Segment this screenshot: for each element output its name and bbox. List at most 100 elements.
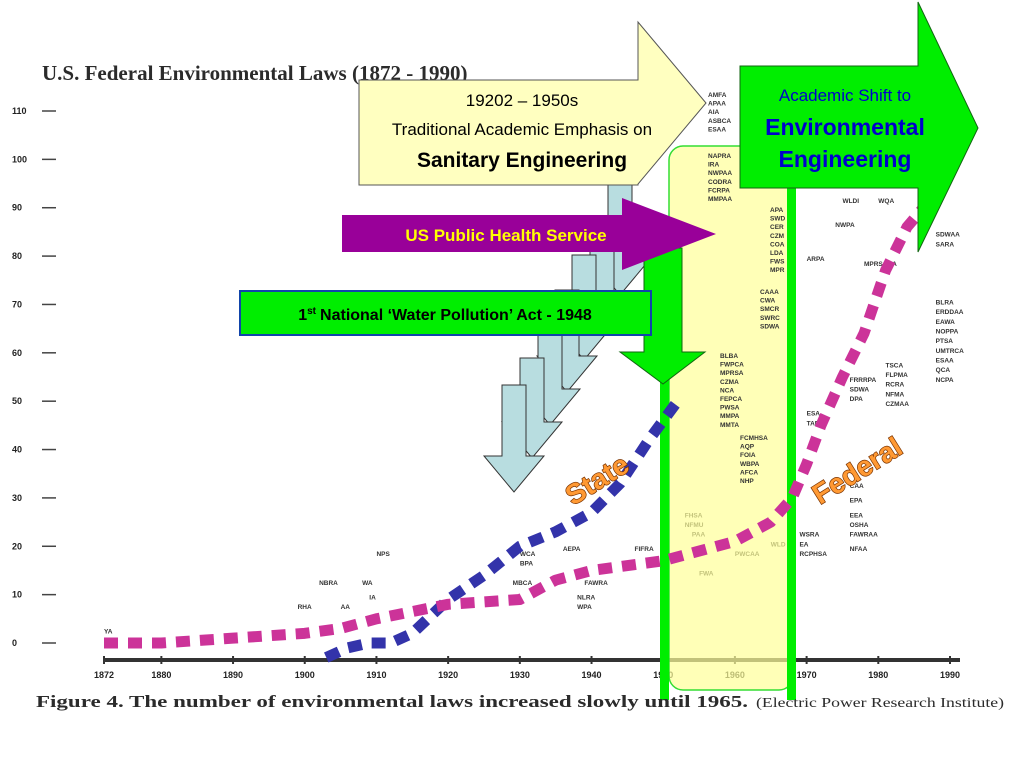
figure-caption: Figure 4. The number of environmental la… (36, 692, 748, 711)
x-tick-label: 1970 (797, 670, 817, 680)
law-label: WLDI (842, 198, 859, 205)
law-label: SARA (936, 241, 955, 248)
band-law-label: IRA (708, 162, 720, 169)
blue-down-arrow (482, 384, 546, 493)
x-tick-label: 1920 (438, 670, 458, 680)
law-label: UMTRCA (936, 348, 964, 355)
law-label: MPRSAAA (864, 261, 897, 268)
law-label: NPS (376, 551, 390, 558)
academic-shift-bold2: Engineering (779, 146, 912, 172)
law-label: AA (341, 604, 351, 611)
law-label: SDWAA (936, 232, 961, 239)
water-act-box (239, 290, 652, 336)
water-act-sup: st (307, 306, 317, 317)
x-tick-label: 1880 (151, 670, 171, 680)
series-line-state (323, 397, 682, 663)
law-label: RCPHSA (799, 551, 827, 558)
y-tick-label: 90 (12, 203, 22, 213)
law-label: CAA (850, 483, 864, 490)
green-bar-right (787, 150, 796, 700)
law-label: ARPA (807, 256, 825, 263)
band-law-label: AMFA (708, 92, 727, 99)
law-label: EA (799, 541, 808, 548)
law-label: EEA (850, 512, 864, 519)
law-label: DPA (850, 396, 864, 403)
law-label: FRRRPA (850, 377, 877, 384)
x-tick-label: 1900 (295, 670, 315, 680)
law-label: PTSA (936, 338, 954, 345)
band-law-label: SMCR (760, 306, 779, 313)
law-label: IA (369, 594, 376, 601)
law-label: QCA (936, 367, 951, 374)
y-tick-label: 60 (12, 348, 22, 358)
band-law-label: CZM (770, 233, 784, 240)
law-label: WA (362, 580, 373, 587)
law-label: WSRA (799, 532, 819, 539)
traditional-bold: Sanitary Engineering (417, 149, 627, 172)
law-label: EAWA (936, 319, 955, 326)
band-law-label: BLBA (720, 353, 738, 360)
band-law-label: APA (770, 207, 784, 214)
band-law-label: ESAA (708, 126, 726, 133)
x-tick-label: 1940 (582, 670, 602, 680)
y-tick-label: 10 (12, 590, 22, 600)
law-label: AEPA (563, 546, 581, 553)
law-label: TSCA (885, 362, 903, 369)
x-tick-label: 1980 (868, 670, 888, 680)
water-act-text: National ‘Water Pollution’ Act - 1948 (320, 307, 592, 324)
law-label: OSHA (850, 522, 869, 529)
law-label: NFAA (850, 546, 868, 553)
band-law-label: MPRSA (720, 370, 744, 377)
law-label: EPA (850, 498, 863, 505)
usphs-arrow (342, 198, 716, 270)
law-label: ESAA (936, 357, 954, 364)
water-act-num: 1 (298, 307, 307, 324)
band-law-label: COA (770, 241, 785, 248)
law-label: WCA (520, 551, 536, 558)
y-tick-label: 50 (12, 396, 22, 406)
law-label: BPA (520, 561, 534, 568)
law-label: NLRA (577, 594, 595, 601)
band-law-label: SDWA (760, 323, 780, 330)
x-tick-label: 1910 (366, 670, 386, 680)
y-tick-label: 100 (12, 154, 27, 164)
band-law-label: CZMA (720, 379, 739, 386)
academic-shift-arrow (739, 1, 979, 253)
academic-shift-bold1: Environmental (765, 114, 925, 140)
law-label: ERDDAA (936, 309, 964, 316)
law-label: SDWA (850, 387, 870, 394)
traditional-line: Traditional Academic Emphasis on (392, 120, 652, 139)
band-law-label: WBPA (740, 461, 760, 468)
band-law-label: MMPAA (708, 196, 732, 203)
figure-source: (Electric Power Research Institute) (756, 696, 1004, 711)
law-label: WPA (577, 604, 592, 611)
law-label: RCRA (885, 382, 904, 389)
academic-shift-line: Academic Shift to (779, 86, 911, 105)
law-label: BLRA (936, 299, 954, 306)
band-law-label: FWS (770, 259, 785, 266)
band-law-label: SWD (770, 216, 785, 223)
law-label: YA (104, 628, 113, 635)
band-law-label: CER (770, 224, 784, 231)
x-tick-label: 1930 (510, 670, 530, 680)
x-tick-label: 1872 (94, 670, 114, 680)
band-law-labels: AMFAAPAAAIAASBCAESAANAPRAIRANWPAACODRAFC… (708, 92, 785, 485)
band-law-label: NCA (720, 387, 734, 394)
law-label: MBCA (513, 580, 533, 587)
band-law-label: MMTA (720, 422, 739, 429)
law-label: ESA (807, 411, 821, 418)
green-down-arrow (618, 247, 707, 385)
band-law-label: FOIA (740, 452, 756, 459)
band-law-label: AIA (708, 109, 720, 116)
law-label: CZMAA (885, 401, 909, 408)
band-law-label: NWPAA (708, 170, 732, 177)
traditional-years: 19202 – 1950s (466, 91, 579, 110)
law-label: TAPA (807, 420, 824, 427)
band-law-label: FCMHSA (740, 435, 768, 442)
band-law-label: SWRC (760, 315, 780, 322)
band-law-label: PWSA (720, 405, 740, 412)
